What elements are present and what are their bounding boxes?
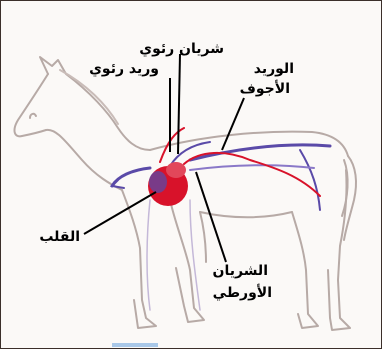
vessels — [112, 128, 330, 310]
aorta-vessel — [184, 153, 320, 196]
label-heart: القلب — [39, 228, 80, 246]
pointer-heart — [84, 192, 156, 234]
label-pulmonary-vein: وريد رئوي — [89, 60, 159, 78]
label-vena-cava-line1: الوريد — [254, 60, 294, 78]
pointer-pulmonary-artery — [178, 54, 180, 154]
pointer-vena-cava — [222, 98, 244, 150]
label-vena-cava-line2: الأجوف — [240, 80, 290, 98]
pointer-lines — [84, 54, 244, 262]
label-aorta-line1: الشريان — [213, 262, 268, 280]
label-aorta-line2: الأورطي — [213, 284, 272, 302]
heart-shape — [148, 162, 188, 206]
bottom-mark — [112, 343, 158, 347]
label-pulmonary-artery: شريان رئوي — [139, 40, 224, 58]
